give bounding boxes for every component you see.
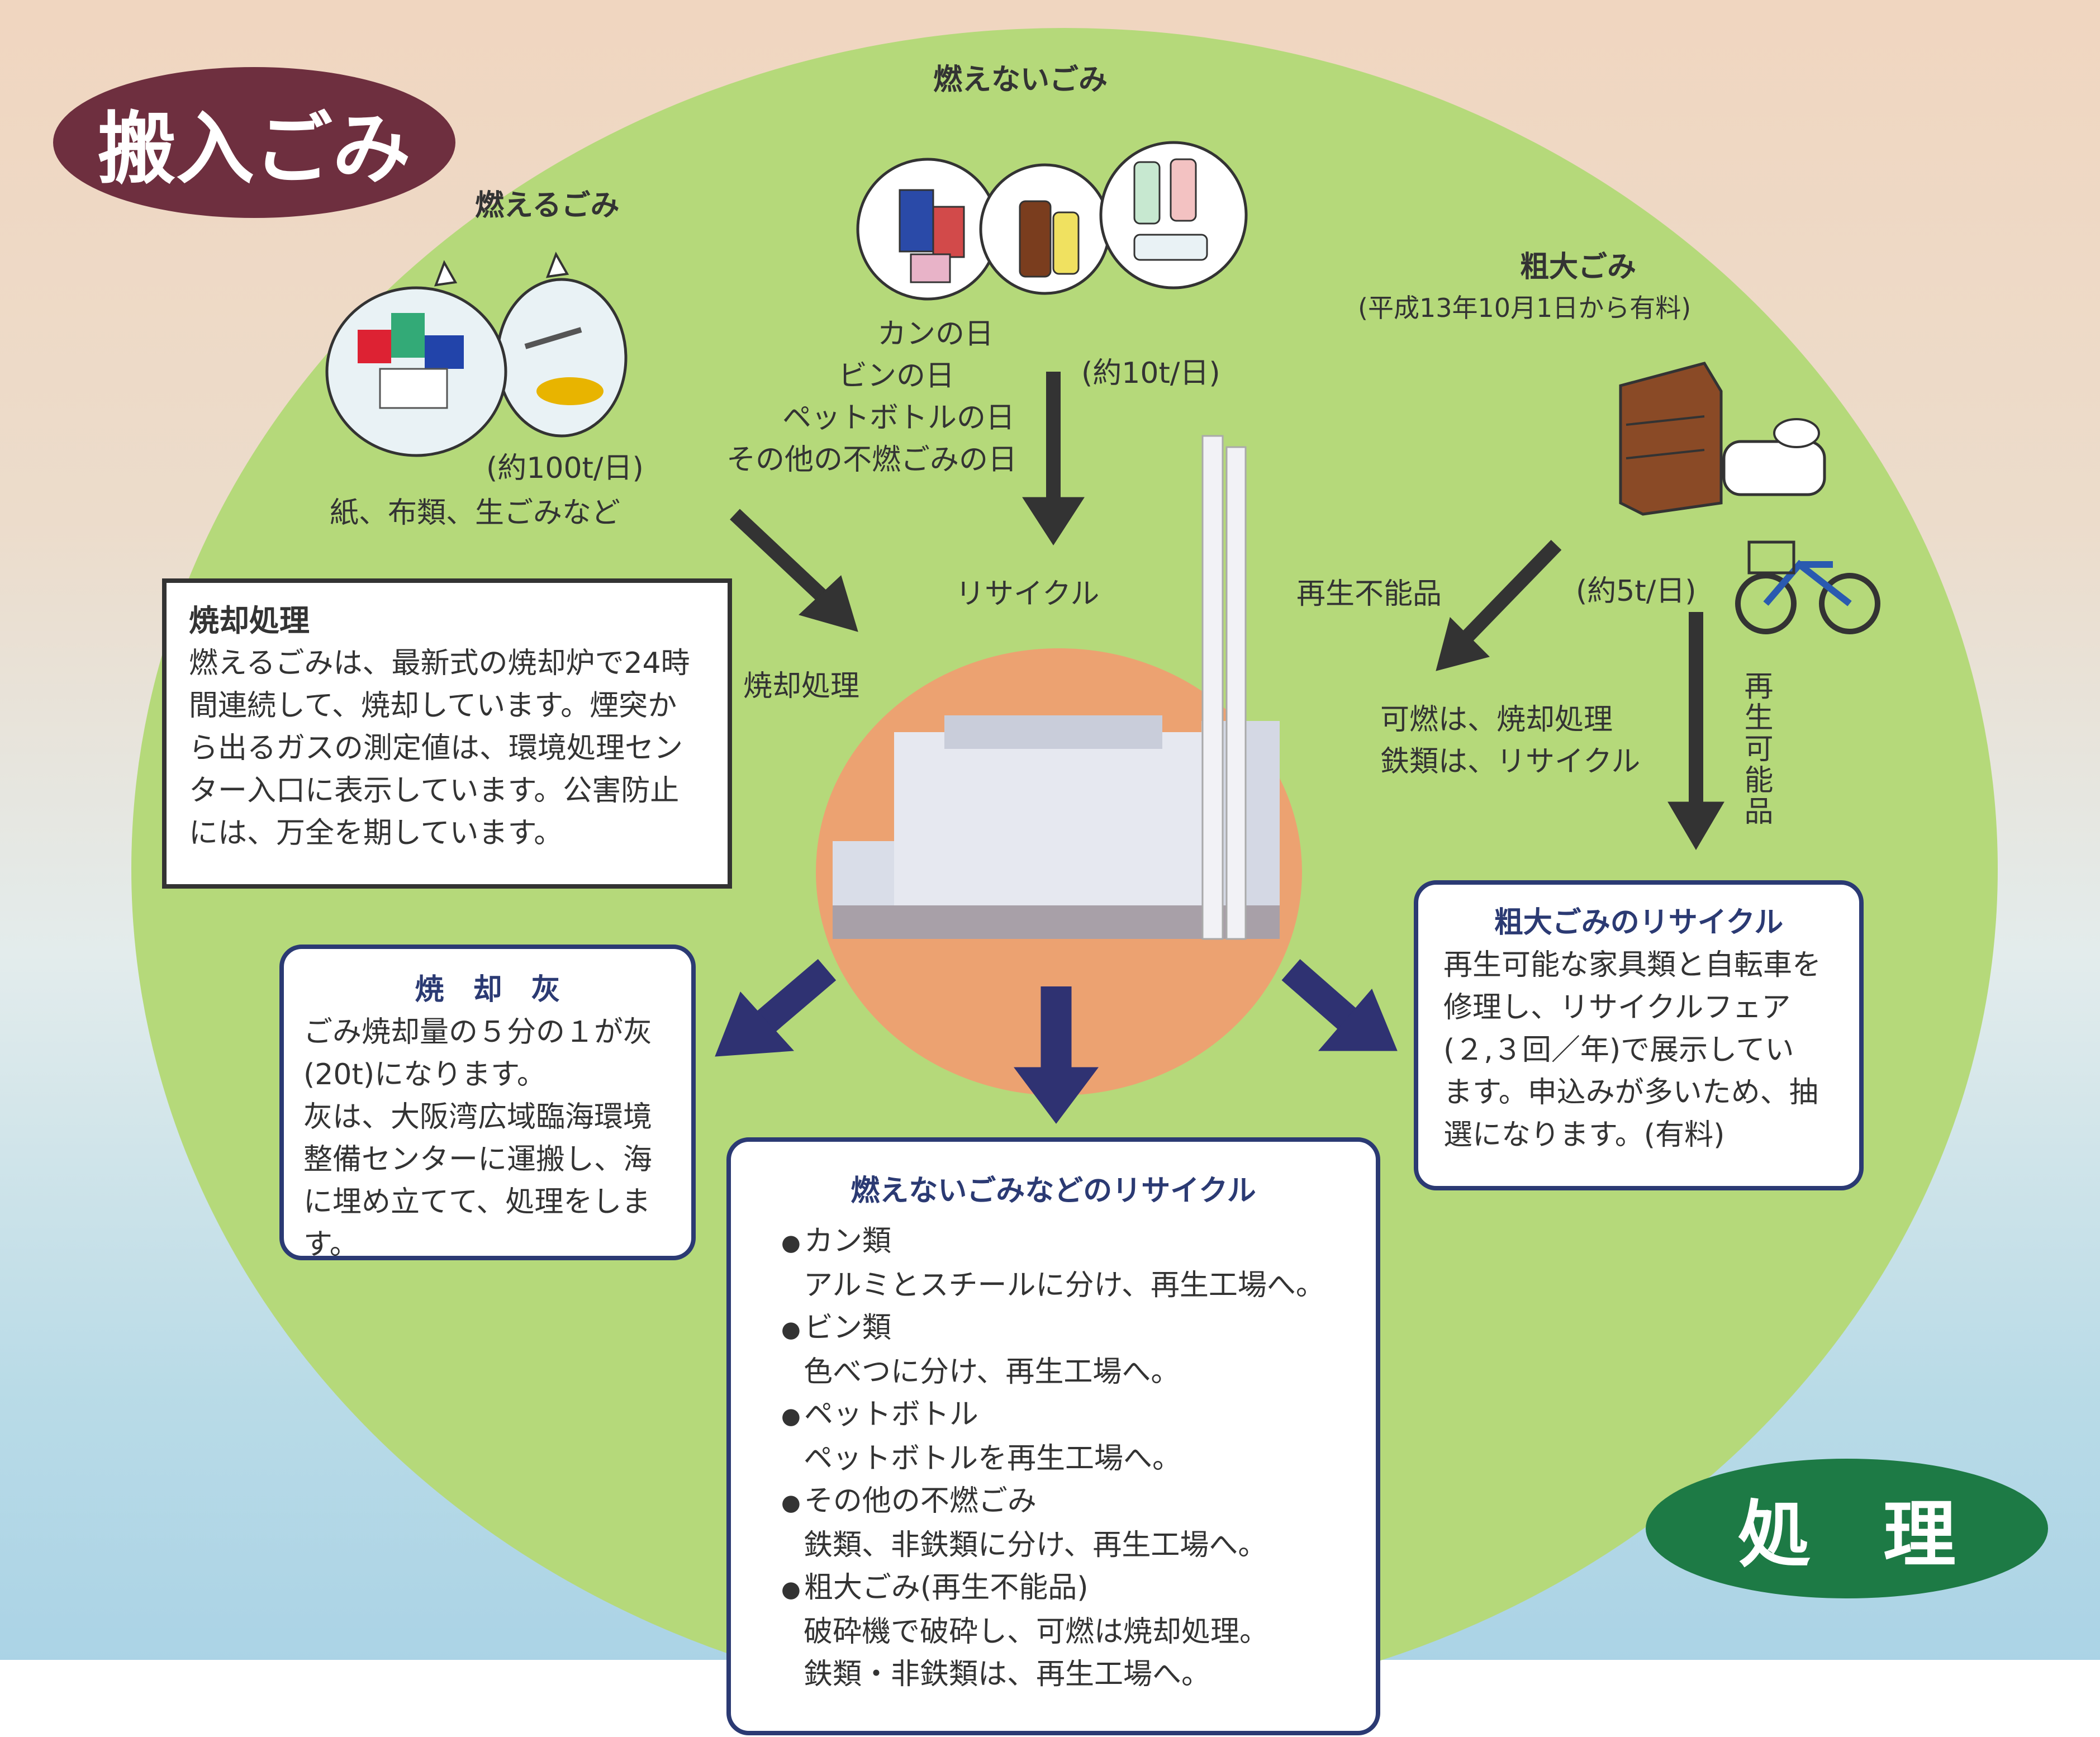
ash-box-line: (20t)になります。 — [303, 1058, 546, 1091]
nonburnable-day-other: その他の不燃ごみの日 — [726, 443, 1018, 477]
bulky-amount: (約5t/日) — [1576, 575, 1697, 608]
recycle-item-head: その他の不燃ごみ — [781, 1480, 1325, 1524]
recycle-item-head: カン類 — [781, 1220, 1325, 1264]
bulky-recycle-box-line: 修理し、リサイクルフェア — [1443, 991, 1791, 1024]
bulky-recycle-box-title: 粗大ごみのリサイクル — [1494, 906, 1784, 939]
futon-icon — [1722, 418, 1826, 496]
pet-bottles-icon — [1099, 141, 1248, 290]
incineration-box-line: ター入口に表示しています。公害防止 — [189, 774, 680, 808]
recycle-item-head: ビン類 — [781, 1307, 1325, 1351]
incineration-box: 焼却処理 燃えるごみは、最新式の焼却炉で24時 間連続して、焼却しています。煙突… — [162, 578, 732, 889]
non-renewable-detail-2: 鉄類は、リサイクル — [1380, 745, 1641, 779]
flow-non-renewable: 再生不能品 — [1296, 577, 1442, 611]
flow-incineration: 焼却処理 — [743, 670, 860, 703]
nonburnable-day-pet: ペットボトルの日 — [782, 401, 1015, 435]
nonburnable-day-can: カンの日 — [877, 317, 994, 351]
nonburnable-recycle-box-title: 燃えないごみなどのリサイクル — [851, 1174, 1256, 1208]
recycle-item-body: アルミとスチールに分け、再生工場へ。 — [804, 1269, 1325, 1302]
bulky-recycle-box-line: ます。申込みが多いため、抽 — [1443, 1076, 1818, 1109]
cans-icon — [856, 158, 999, 301]
bulky-heading: 粗大ごみ — [1520, 250, 1637, 284]
nonburnable-day-bottle: ビンの日 — [838, 359, 955, 393]
dresser-icon — [1619, 362, 1723, 516]
bulky-note: (平成13年10月1日から有料) — [1358, 293, 1692, 323]
recycle-item-other: その他の不燃ごみ 鉄類、非鉄類に分け、再生工場へ。 — [781, 1480, 1325, 1567]
recycle-item-bottle: ビン類 色べつに分け、再生工場へ。 — [781, 1307, 1325, 1393]
recycle-item-body: ペットボトルを再生工場へ。 — [804, 1442, 1182, 1475]
recycle-item-body: 鉄類・非鉄類は、再生工場へ。 — [804, 1658, 1211, 1691]
incineration-box-line: 間連続して、焼却しています。煙突か — [189, 689, 677, 723]
title-in: 搬入ごみ — [97, 104, 411, 195]
recycle-item-body: 破砕機で破砕し、可燃は焼却処理。 — [804, 1615, 1269, 1649]
flow-recycle: リサイクル — [956, 577, 1100, 611]
incineration-box-title: 焼却処理 — [189, 603, 310, 638]
bulky-recycle-box-line: 選になります。(有料) — [1443, 1118, 1725, 1152]
nonburnable-amount: (約10t/日) — [1081, 357, 1220, 390]
recycle-item-head: 粗大ごみ(再生不能品) — [781, 1567, 1325, 1611]
burnable-items: 紙、布類、生ごみなど — [330, 496, 621, 530]
ash-box-line: 整備センターに運搬し、海 — [303, 1143, 653, 1176]
title-out-badge: 処 理 — [1646, 1459, 2048, 1598]
ash-box-line: 灰は、大阪湾広域臨海環境 — [303, 1100, 653, 1134]
recycle-item-pet: ペットボトル ペットボトルを再生工場へ。 — [781, 1393, 1325, 1480]
nonburnable-recycle-box: 燃えないごみなどのリサイクル カン類 アルミとスチールに分け、再生工場へ。 ビン… — [726, 1137, 1380, 1735]
incineration-box-line: 燃えるごみは、最新式の焼却炉で24時 — [189, 647, 690, 680]
incineration-box-line: ら出るガスの測定値は、環境処理セン — [189, 732, 683, 765]
flow-renewable: 再生可能品 — [1739, 671, 1773, 827]
bulky-recycle-box-line: 再生可能な家具類と自転車を — [1443, 948, 1822, 982]
incoming-arrows — [730, 372, 1724, 850]
burnable-garbage-bags-icon — [325, 251, 628, 457]
bottles-icon — [979, 163, 1111, 295]
bulky-recycle-box-line: (２,３回／年)で展示してい — [1443, 1033, 1794, 1067]
recycle-item-bulky: 粗大ごみ(再生不能品) 破砕機で破砕し、可燃は焼却処理。 鉄類・非鉄類は、再生工… — [781, 1567, 1325, 1696]
ash-box-line: に埋め立てて、処理をします。 — [303, 1185, 651, 1261]
ash-box: 焼 却 灰 ごみ焼却量の５分の１が灰 (20t)になります。 灰は、大阪湾広域臨… — [279, 945, 696, 1261]
facility-building-icon — [833, 435, 1280, 940]
burnable-amount: (約100t/日) — [486, 452, 644, 485]
ash-box-line: ごみ焼却量の５分の１が灰 — [303, 1015, 653, 1049]
burnable-heading: 燃えるごみ — [475, 189, 620, 222]
recycle-item-can: カン類 アルミとスチールに分け、再生工場へ。 — [781, 1220, 1325, 1307]
nonburnable-heading: 燃えないごみ — [933, 63, 1108, 97]
recycle-item-head: ペットボトル — [781, 1393, 1325, 1437]
outgoing-arrows — [715, 958, 1398, 1124]
incineration-box-line: には、万全を期しています。 — [189, 817, 563, 850]
title-out: 処 理 — [1737, 1492, 1956, 1577]
non-renewable-detail-1: 可燃は、焼却処理 — [1380, 703, 1613, 737]
recycle-item-body: 色べつに分け、再生工場へ。 — [804, 1355, 1180, 1389]
bulky-recycle-box: 粗大ごみのリサイクル 再生可能な家具類と自転車を 修理し、リサイクルフェア (２… — [1414, 880, 1864, 1190]
ash-box-title: 焼 却 灰 — [415, 973, 560, 1007]
title-in-badge: 搬入ごみ — [53, 67, 455, 218]
recycle-item-body: 鉄類、非鉄類に分け、再生工場へ。 — [804, 1529, 1267, 1562]
bicycle-icon — [1735, 540, 1880, 634]
